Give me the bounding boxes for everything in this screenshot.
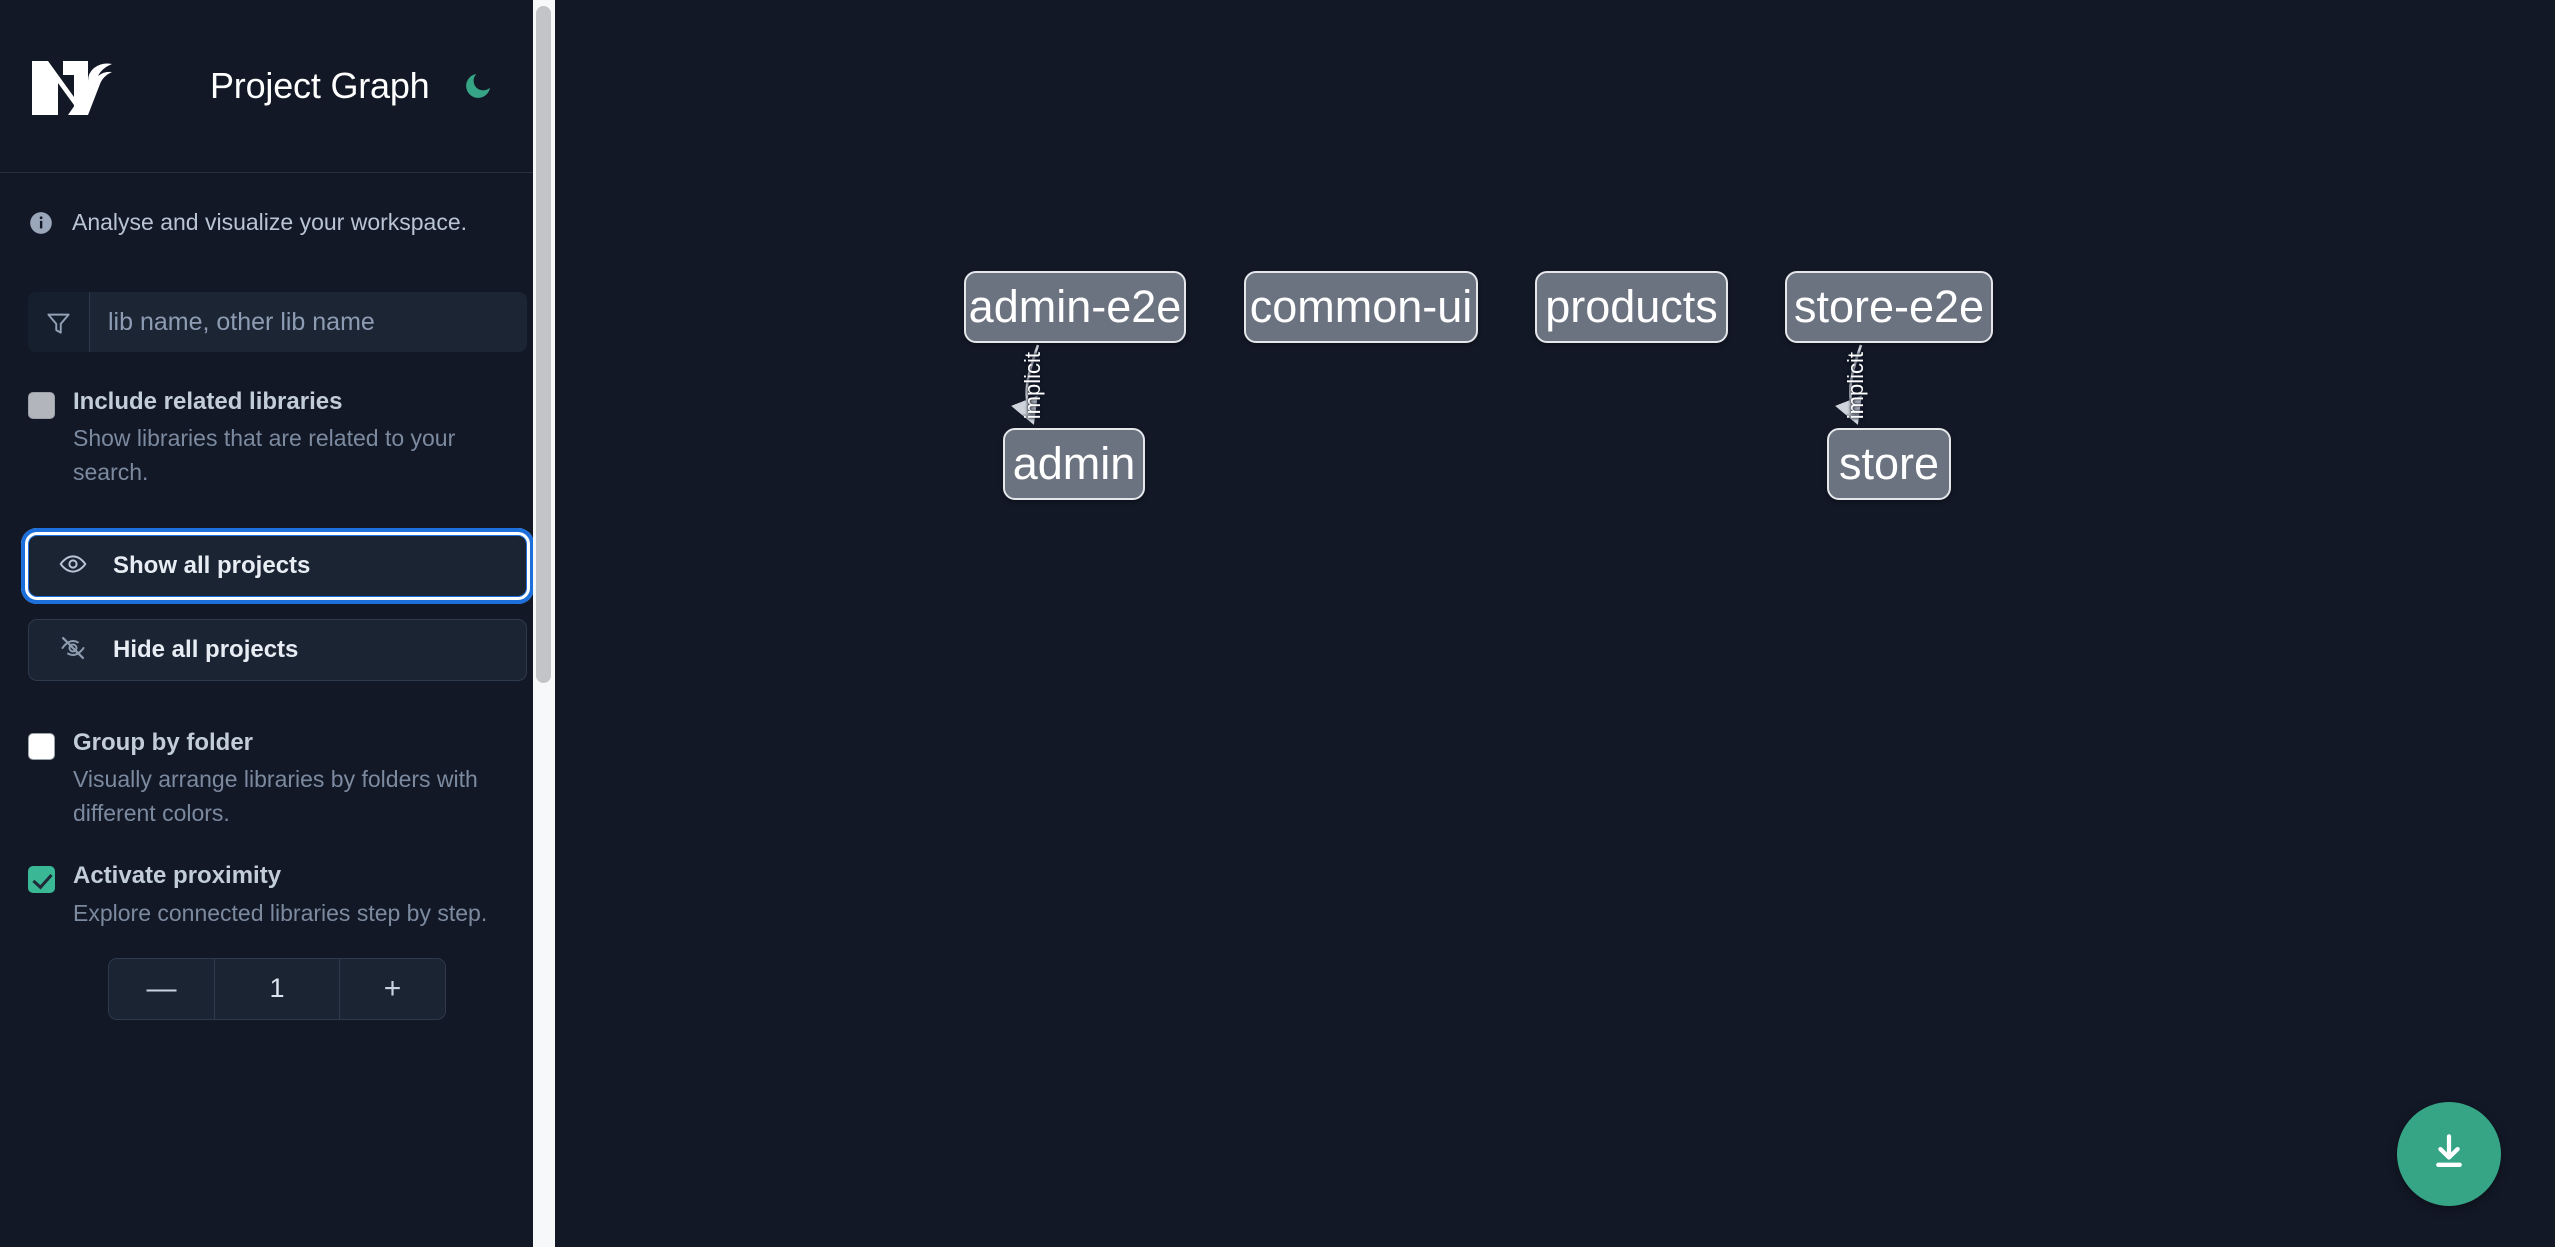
eye-off-icon	[59, 634, 87, 667]
sidebar-header: Project Graph	[0, 0, 555, 172]
download-icon	[2427, 1130, 2471, 1179]
option-group-by-folder[interactable]: Group by folder Visually arrange librari…	[0, 681, 555, 830]
graph-node-common-ui[interactable]: common-ui	[1244, 271, 1478, 343]
project-graph-canvas[interactable]: implicit implicit admin-e2e common-ui pr…	[555, 0, 2555, 1247]
option-include-related-libraries[interactable]: Include related libraries Show libraries…	[0, 352, 555, 489]
sidebar-scroll-area: Project Graph Analyse and visualize y	[0, 0, 555, 1247]
moon-icon[interactable]	[458, 66, 498, 106]
graph-node-admin-e2e[interactable]: admin-e2e	[964, 271, 1186, 343]
show-all-projects-button[interactable]: Show all projects	[21, 528, 534, 605]
proximity-stepper-wrapper: — 1 +	[0, 930, 555, 1020]
proximity-increment-button[interactable]: +	[339, 958, 445, 1019]
graph-node-store-e2e[interactable]: store-e2e	[1785, 271, 1993, 343]
activate-proximity-label: Activate proximity	[73, 862, 282, 890]
header-divider	[0, 172, 555, 173]
activate-proximity-checkbox[interactable]	[28, 866, 55, 894]
graph-edges	[1011, 344, 1863, 425]
search-input-wrapper[interactable]	[28, 292, 527, 352]
show-all-projects-label: Show all projects	[113, 552, 311, 580]
sidebar: Project Graph Analyse and visualize y	[0, 0, 555, 1247]
group-by-folder-label: Group by folder	[73, 729, 253, 757]
funnel-filter-icon	[28, 292, 90, 352]
workspace-info-text: Analyse and visualize your workspace.	[72, 209, 468, 235]
show-all-projects-wrapper: Show all projects	[0, 489, 555, 605]
hide-all-projects-wrapper: Hide all projects	[0, 597, 555, 682]
hide-all-projects-button[interactable]: Hide all projects	[28, 619, 527, 682]
sidebar-scrollbar-track[interactable]	[533, 0, 555, 1247]
hide-all-projects-label: Hide all projects	[113, 636, 299, 664]
nx-logo-icon	[28, 55, 126, 117]
proximity-decrement-button[interactable]: —	[109, 958, 215, 1019]
workspace-info: Analyse and visualize your workspace.	[0, 173, 555, 236]
info-circle-icon	[28, 210, 54, 236]
filter-section	[0, 236, 555, 352]
include-related-libraries-description: Show libraries that are related to your …	[73, 425, 456, 485]
proximity-stepper: — 1 +	[108, 957, 446, 1020]
graph-node-store[interactable]: store	[1827, 428, 1951, 500]
proximity-value: 1	[269, 973, 285, 1004]
edge-label-store: implicit	[1843, 352, 1868, 420]
search-input[interactable]	[90, 292, 527, 352]
option-activate-proximity[interactable]: Activate proximity Explore connected lib…	[0, 830, 555, 930]
graph-node-admin[interactable]: admin	[1003, 428, 1145, 500]
group-by-folder-checkbox[interactable]	[28, 733, 55, 761]
group-by-folder-description: Visually arrange libraries by folders wi…	[73, 766, 478, 826]
graph-node-products[interactable]: products	[1535, 271, 1728, 343]
include-related-libraries-checkbox[interactable]	[28, 392, 55, 419]
page-title: Project Graph	[210, 65, 430, 106]
edge-label-admin: implicit	[1020, 352, 1045, 420]
include-related-libraries-label: Include related libraries	[73, 388, 343, 415]
eye-icon	[59, 550, 87, 583]
sidebar-scrollbar-thumb[interactable]	[536, 6, 551, 683]
activate-proximity-description: Explore connected libraries step by step…	[73, 899, 488, 926]
download-image-button[interactable]	[2397, 1102, 2501, 1206]
